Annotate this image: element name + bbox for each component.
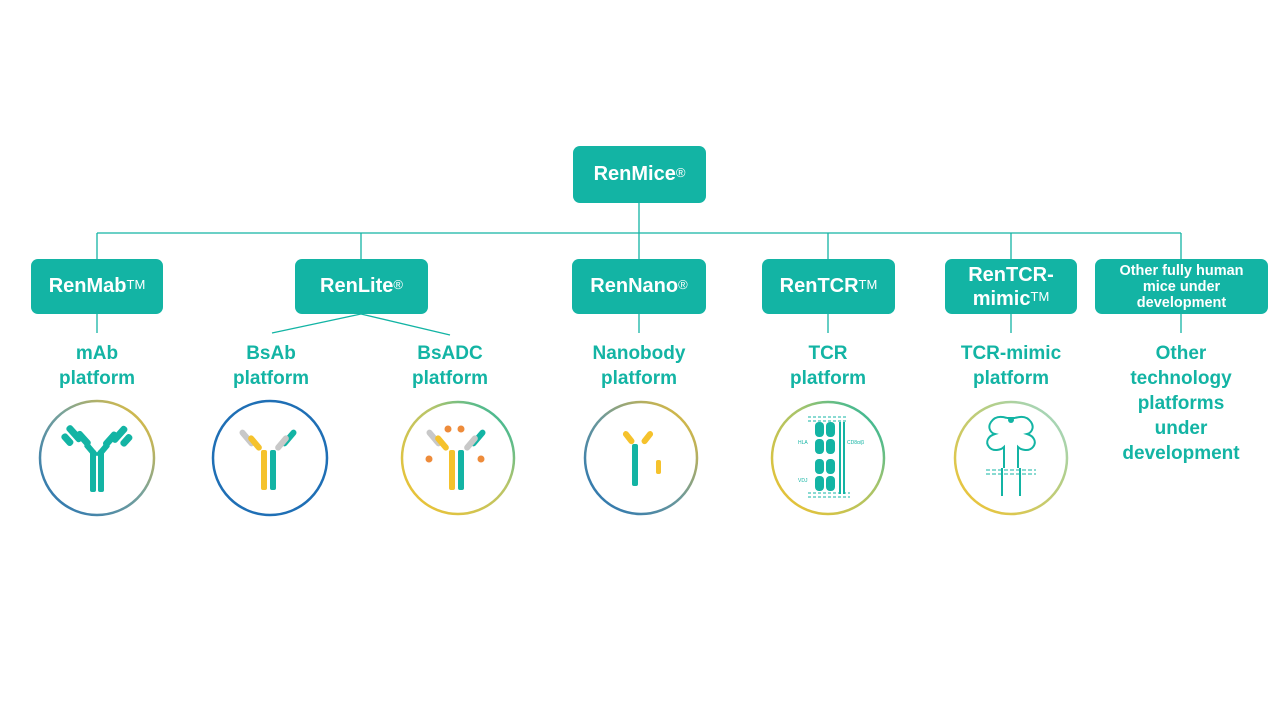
root-box-renmice: RenMice® bbox=[573, 146, 706, 203]
root-name: RenMice bbox=[593, 163, 676, 185]
tcr-line1: TCR bbox=[808, 343, 848, 364]
label-tcr-platform: TCR platform bbox=[768, 341, 888, 391]
tcr-mimic-line1: TCR-mimic bbox=[960, 343, 1062, 364]
other-line4: under bbox=[1154, 418, 1208, 439]
other-line3: platforms bbox=[1137, 393, 1225, 414]
monoclonal-antibody-icon bbox=[38, 399, 156, 517]
rentcr-mimic-mark: TM bbox=[1030, 288, 1050, 304]
label-other-platforms: Other technology platforms under develop… bbox=[1106, 341, 1256, 466]
rennano-name: RenNano bbox=[590, 275, 679, 297]
rentcr-mimic-name-line1: RenTCR- bbox=[968, 263, 1054, 286]
nanobody-icon bbox=[583, 400, 699, 516]
rentcr-name: RenTCR bbox=[779, 275, 859, 297]
box-rentcr-mimic: RenTCR- mimicTM bbox=[945, 259, 1077, 314]
box-rennano: RenNano® bbox=[572, 259, 706, 314]
renmab-mark: TM bbox=[126, 277, 146, 292]
tcr-line2: platform bbox=[790, 368, 866, 389]
tcr-icon-label-cd: CD8α/β bbox=[847, 440, 864, 446]
renmab-name: RenMab bbox=[48, 275, 127, 297]
renlite-mark: ® bbox=[393, 277, 403, 292]
tcr-icon: HLA CD8α/β VDJ bbox=[770, 400, 886, 516]
label-mab-platform: mAb platform bbox=[37, 341, 157, 391]
tcr-mimic-line2: platform bbox=[973, 368, 1049, 389]
box-other-mice: Other fully human mice under development bbox=[1095, 259, 1268, 314]
other-line1: Other bbox=[1155, 343, 1207, 364]
bispecific-adc-icon bbox=[400, 400, 516, 516]
rentcr-mark: TM bbox=[858, 277, 878, 292]
nanobody-line1: Nanobody bbox=[592, 343, 686, 364]
label-nanobody-platform: Nanobody platform bbox=[574, 341, 704, 391]
bsadc-line2: platform bbox=[412, 368, 488, 389]
other-mice-name: Other fully human mice under development bbox=[1119, 262, 1244, 311]
mab-line2: platform bbox=[59, 368, 135, 389]
tcr-mimic-icon bbox=[953, 400, 1069, 516]
other-line5: development bbox=[1122, 443, 1240, 464]
other-line2: technology bbox=[1130, 368, 1232, 389]
label-bsadc-platform: BsADC platform bbox=[390, 341, 510, 391]
rentcr-mimic-name-line2: mimic bbox=[972, 287, 1031, 310]
label-tcr-mimic-platform: TCR-mimic platform bbox=[941, 341, 1081, 391]
bsadc-line1: BsADC bbox=[417, 343, 483, 364]
bsab-line1: BsAb bbox=[246, 343, 296, 364]
renlite-name: RenLite bbox=[320, 275, 394, 297]
box-renlite: RenLite® bbox=[295, 259, 428, 314]
root-mark: ® bbox=[675, 165, 686, 180]
bispecific-antibody-icon bbox=[211, 399, 329, 517]
tcr-icon-label-hla: HLA bbox=[798, 440, 808, 446]
rennano-mark: ® bbox=[678, 277, 688, 292]
tcr-icon-label-vdj: VDJ bbox=[798, 478, 808, 484]
label-bsab-platform: BsAb platform bbox=[211, 341, 331, 391]
bsab-line2: platform bbox=[233, 368, 309, 389]
nanobody-line2: platform bbox=[601, 368, 677, 389]
mab-line1: mAb bbox=[75, 343, 119, 364]
